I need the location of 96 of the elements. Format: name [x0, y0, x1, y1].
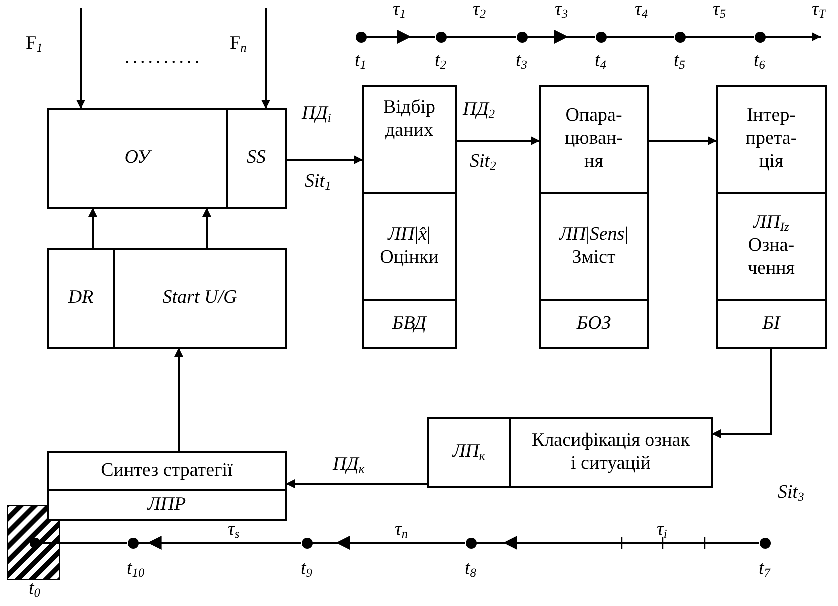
block-cell	[716, 192, 827, 301]
timeline-segment	[366, 30, 412, 44]
time-label: t$_{7}$	[759, 559, 770, 580]
block-cell	[716, 85, 827, 194]
arrow	[456, 136, 540, 146]
block-text: SS	[246, 147, 267, 170]
block-text: DR	[67, 287, 95, 310]
block-text: ЛПР	[146, 494, 188, 516]
edge-label: τ$_{3}$	[555, 0, 568, 20]
block-cell	[47, 248, 115, 349]
arrow	[286, 480, 428, 488]
timeline-segment	[148, 536, 302, 550]
edge-label: τ$_{T}$	[812, 0, 826, 20]
timeline-segment	[606, 36, 674, 38]
block-text: БІ	[762, 312, 782, 336]
time-point	[760, 538, 770, 548]
block-text: ЛП|Sens|	[558, 224, 630, 246]
timeline-segment	[528, 30, 568, 44]
edge-label: F$_{1}$	[26, 34, 43, 54]
block-cell	[427, 417, 511, 488]
block-text: ЛП|x̂|	[386, 224, 432, 246]
arrow	[262, 8, 270, 109]
time-label: t$_{8}$	[465, 559, 476, 580]
block-cell	[716, 299, 827, 349]
time-label: t$_{6}$	[754, 51, 766, 72]
block-text: БОЗ	[576, 312, 612, 336]
arrow	[648, 136, 717, 146]
arrow	[76, 8, 86, 109]
edge-label: τ$_{5}$	[713, 0, 726, 20]
time-label: t$_{0}$	[29, 579, 40, 600]
block-text: ЛП$_{Iz}$	[752, 212, 790, 236]
timeline-segment	[503, 536, 760, 550]
arrow	[88, 208, 98, 249]
block-cell	[539, 192, 649, 301]
time-point	[596, 32, 606, 42]
edge-label: ПД$_{i}$	[302, 104, 332, 124]
edge-label: ПД$_{к}$	[333, 455, 365, 476]
time-point	[674, 32, 686, 42]
timeline-segment	[686, 36, 754, 38]
edge-label: τ$_{1}$	[393, 0, 406, 20]
time-point	[466, 538, 476, 548]
arrow	[712, 348, 772, 438]
time-point	[436, 32, 446, 42]
dotted-separator: ..........	[125, 48, 202, 67]
block-text: Start U/G	[162, 287, 238, 310]
timeline-segment	[40, 542, 128, 544]
time-point	[356, 32, 366, 42]
time-label: t$_{1}$	[355, 51, 366, 72]
block-text: Оцінки	[379, 246, 440, 270]
time-label: t$_{9}$	[301, 559, 312, 580]
block-cell	[539, 299, 649, 349]
timeline-segment	[336, 536, 466, 550]
block-text: Опара- цюван- ня	[564, 105, 624, 174]
block-text: ОУ	[124, 147, 152, 170]
timeline-segment	[446, 36, 516, 38]
time-point	[302, 538, 312, 548]
time-label: t$_{5}$	[674, 51, 686, 72]
edge-label: τ$_{i}$	[657, 520, 668, 540]
time-point	[754, 32, 766, 42]
block-text: Озна- чення	[746, 235, 796, 281]
edge-label: τ$_{4}$	[635, 0, 648, 20]
block-cell	[47, 108, 228, 209]
block-cell	[47, 451, 287, 491]
edge-label: τ$_{2}$	[473, 0, 486, 20]
time-label: t$_{2}$	[435, 51, 446, 72]
block-cell	[47, 489, 287, 521]
signal-label: Sit$_{1}$	[305, 172, 332, 192]
block-cell	[539, 85, 649, 194]
block-text: Зміст	[571, 246, 617, 270]
block-text: Інтер- прета- ція	[744, 105, 798, 174]
edge-label: F$_{n}$	[230, 34, 247, 54]
signal-label: Sit$_{2}$	[470, 152, 496, 172]
block-text: Відбір даних	[382, 97, 437, 143]
edge-label: ПД$_{2}$	[463, 100, 495, 120]
block-cell	[226, 108, 287, 209]
arrow	[766, 32, 821, 42]
block-cell	[362, 85, 457, 194]
arrow	[202, 208, 212, 249]
edge-label: τ$_{n}$	[395, 520, 408, 540]
edge-label: τ$_{s}$	[228, 520, 240, 540]
arrow	[174, 348, 184, 452]
block-text: БВД	[391, 312, 428, 336]
block-cell	[362, 192, 457, 301]
block-cell	[509, 417, 713, 488]
signal-label: Sit$_{3}$	[778, 483, 804, 504]
block-text: Класифікація ознак і ситуацій	[531, 430, 691, 476]
time-label: t$_{3}$	[516, 51, 528, 72]
block-text: ЛП$_{к}$	[452, 441, 486, 464]
time-label: t$_{10}$	[127, 559, 145, 580]
time-point	[516, 32, 528, 42]
time-point	[128, 538, 138, 548]
time-label: t$_{4}$	[595, 51, 606, 72]
block-text: Синтез стратегії	[100, 460, 234, 482]
block-cell	[113, 248, 287, 349]
block-cell	[362, 299, 457, 349]
arrow	[286, 156, 363, 164]
